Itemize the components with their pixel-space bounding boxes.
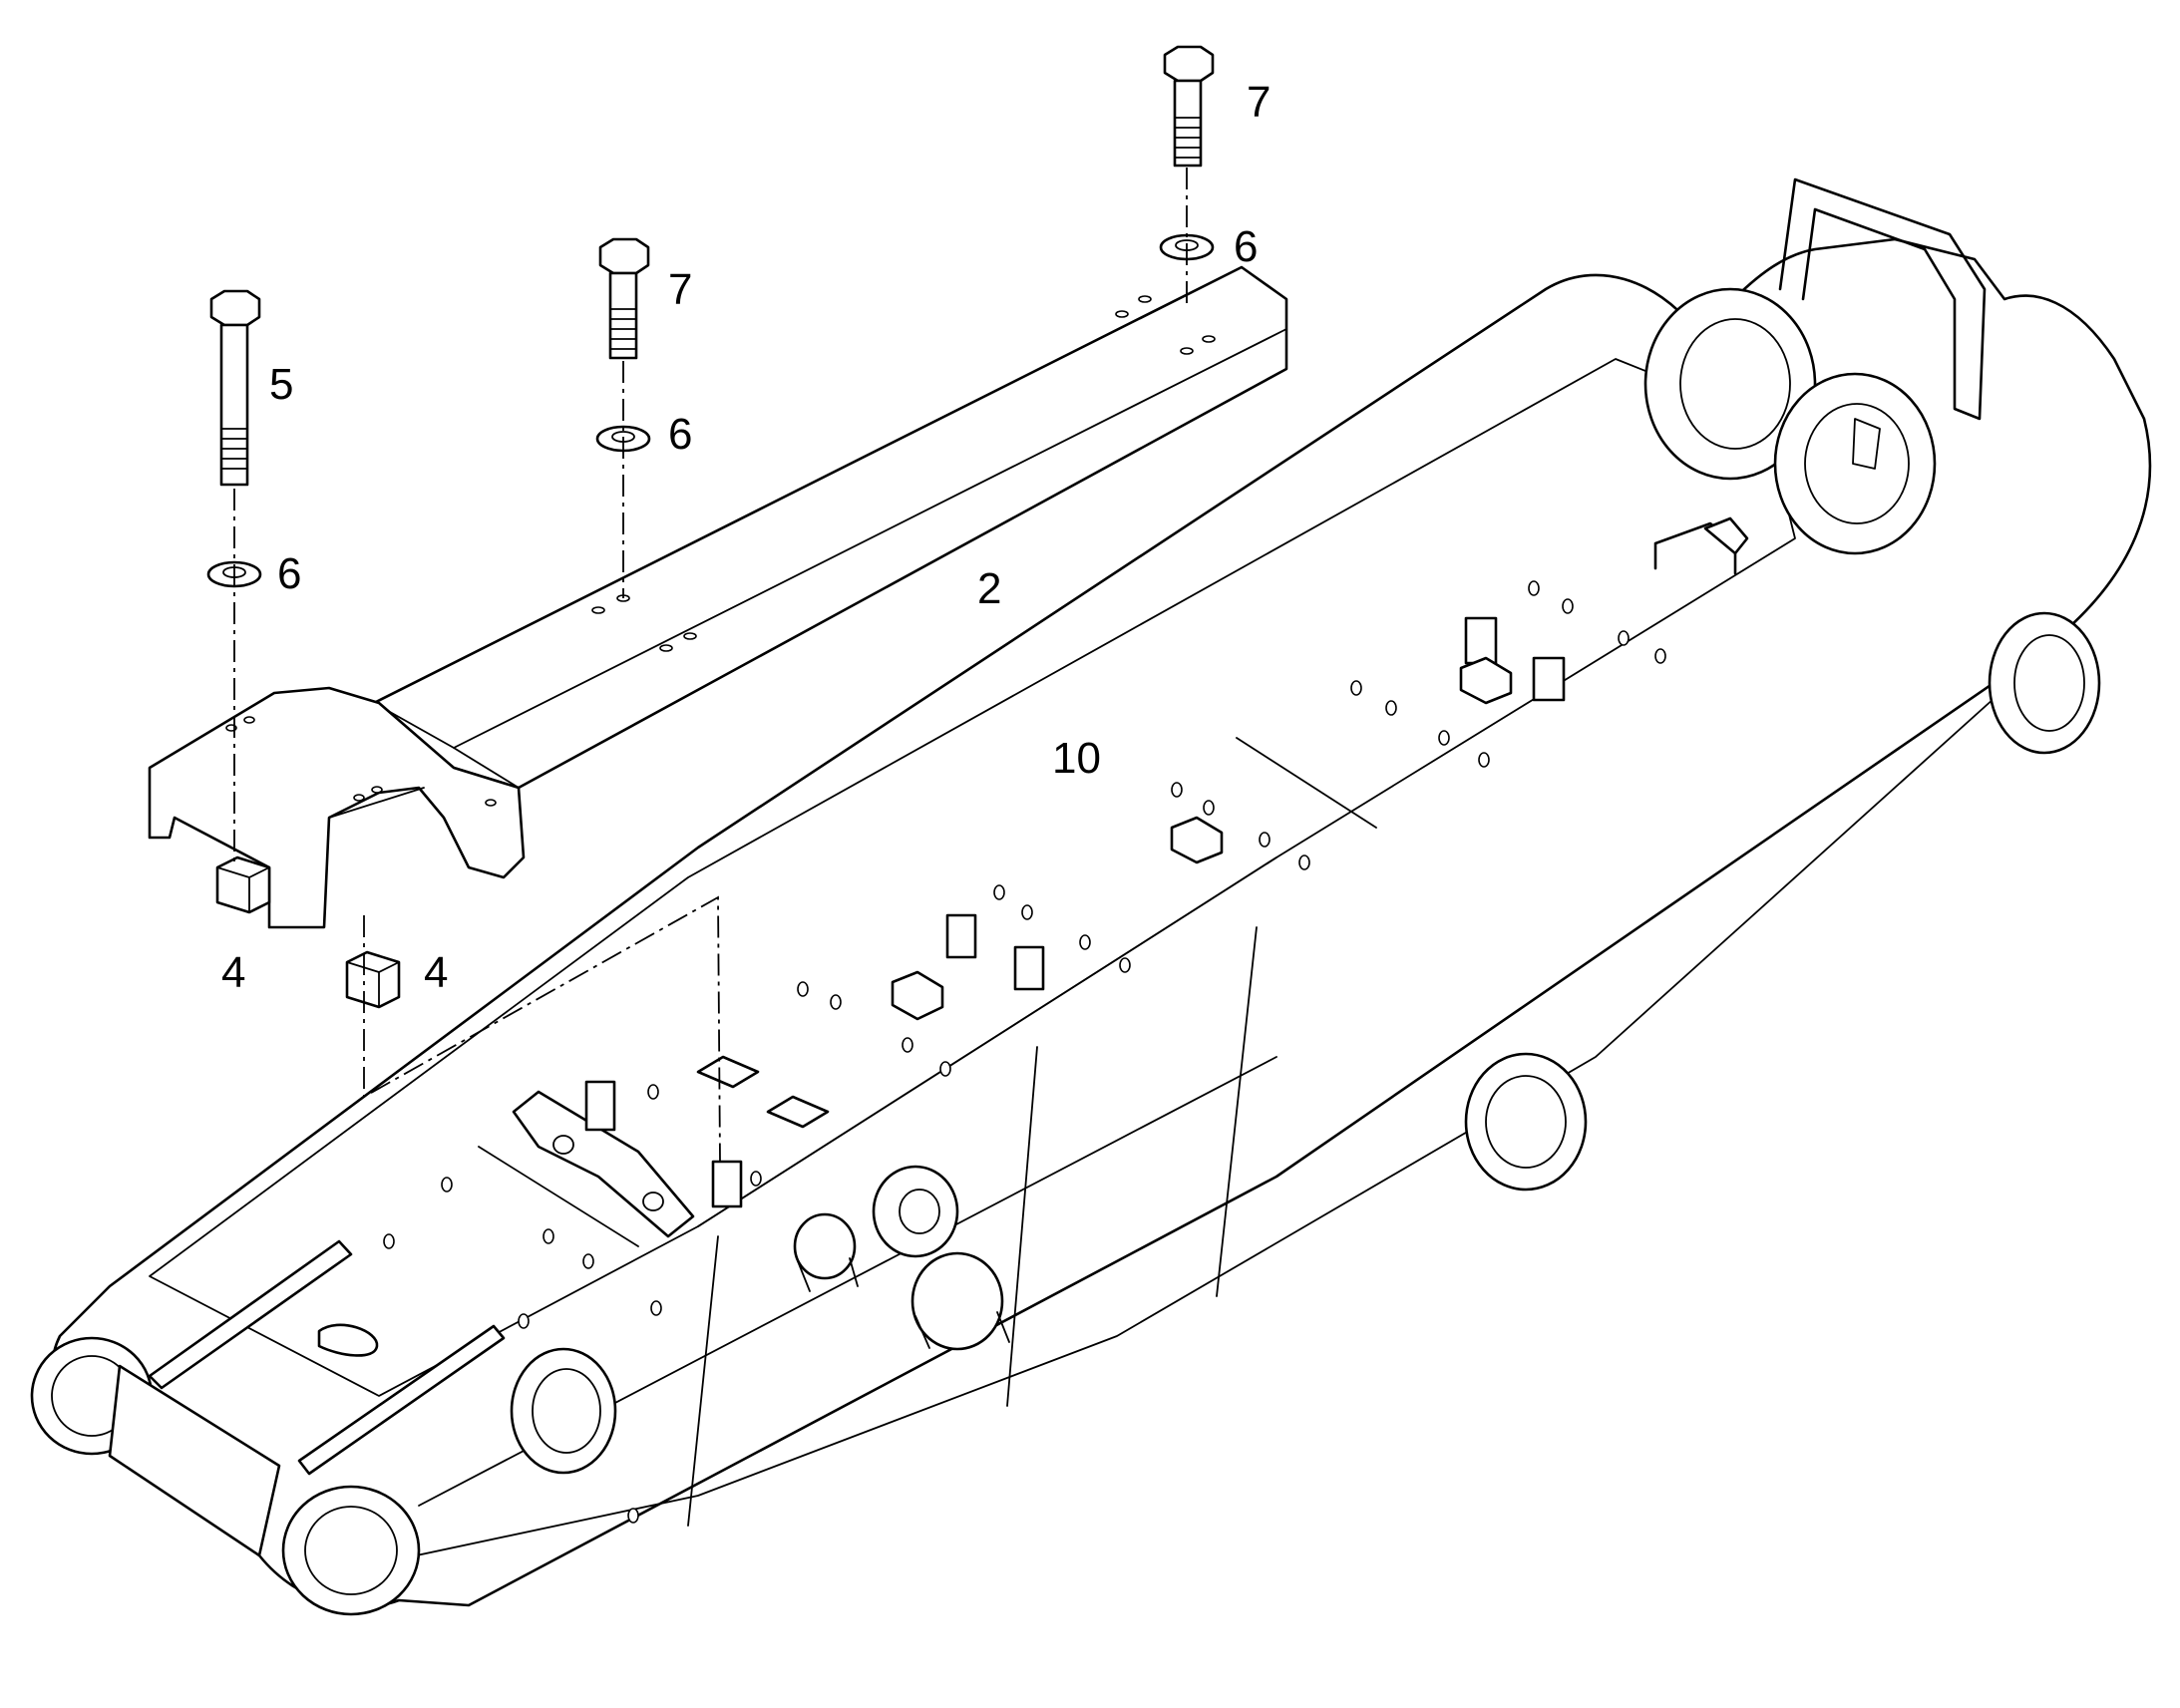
callout-washer-mid: 6: [668, 410, 692, 459]
boss-cylinder-2: [872, 1165, 959, 1258]
bolt-short-top: [1163, 45, 1215, 168]
front-lug-right: [281, 1485, 421, 1616]
callout-bolt-long: 5: [269, 360, 293, 409]
boss-cylinder-3: [910, 1251, 1010, 1351]
front-lug-left: [30, 1336, 281, 1557]
front-deck-bracket: [512, 1090, 695, 1238]
callout-arm: 10: [1052, 734, 1101, 783]
assembly-centerlines: [233, 168, 1188, 1163]
callout-spacer-right: 4: [424, 948, 448, 997]
side-bore-front: [510, 1347, 617, 1475]
bolt-short-mid: [598, 237, 650, 360]
bolt-long: [209, 289, 261, 487]
callout-washer-long: 6: [277, 549, 301, 598]
mount-plate-oval: [317, 1323, 379, 1357]
callout-washer-top: 6: [1234, 222, 1258, 271]
plate-end-bracket: [148, 686, 526, 929]
deck-studs: [383, 580, 1666, 1524]
deck-rail-left: [148, 1239, 353, 1390]
spacer-block-right: [345, 950, 401, 1009]
callout-bolt-short-mid: 7: [668, 265, 692, 314]
side-bore-lower: [1464, 1052, 1588, 1192]
deck-rail-right: [297, 1324, 506, 1476]
side-bore-upper: [1988, 611, 2101, 755]
callout-labels: 5 7 7 6 6 6 2 10 4 4: [221, 78, 1271, 997]
clamp-blocks: [584, 516, 1749, 1208]
callout-bolt-short-top: 7: [1247, 78, 1271, 127]
callout-plate: 2: [977, 564, 1001, 613]
spacer-block-left: [215, 855, 271, 914]
rear-eye-lower: [1773, 372, 1937, 555]
callout-spacer-left: 4: [221, 948, 245, 997]
boss-cylinder-1: [793, 1212, 859, 1292]
rear-bracket-loop: [1778, 177, 1987, 421]
rear-eye-upper: [1643, 287, 1817, 481]
